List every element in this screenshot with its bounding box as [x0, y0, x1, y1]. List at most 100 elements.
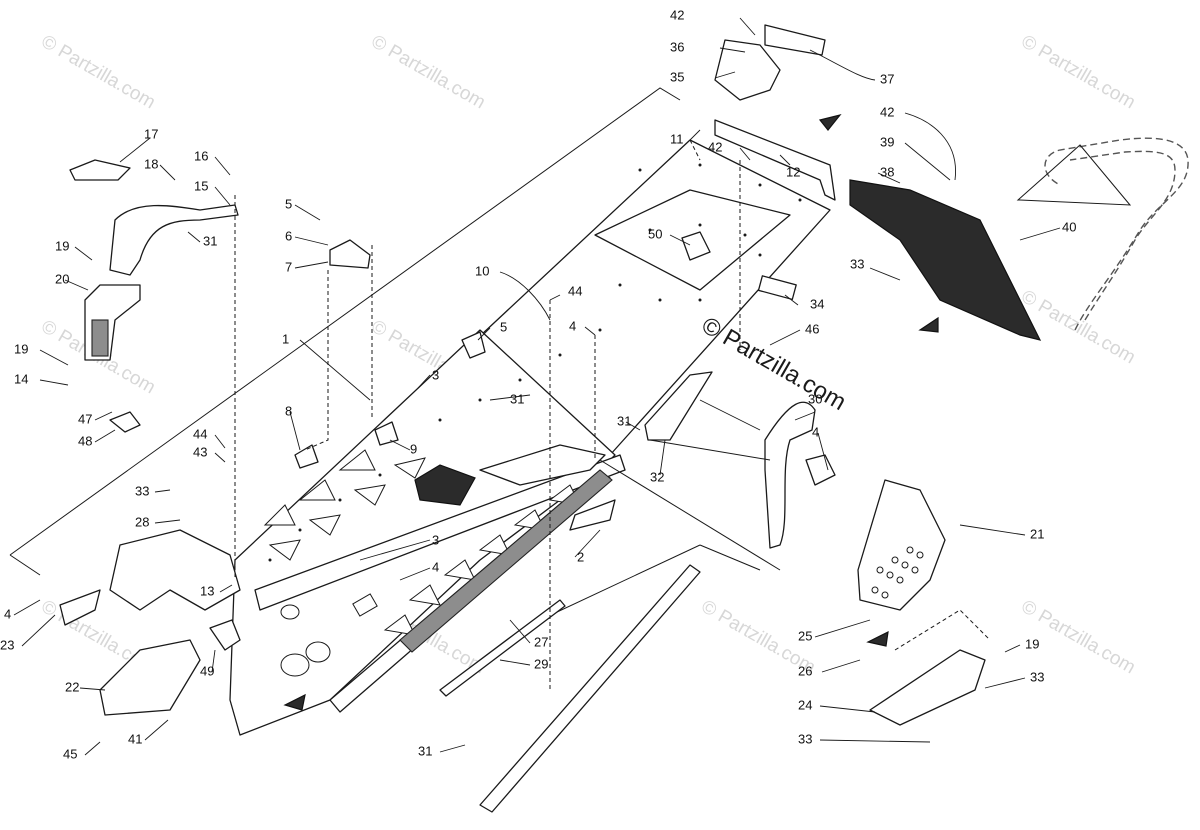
callout-38: 38 [880, 164, 894, 179]
callout-16: 16 [194, 148, 208, 163]
clip-8 [294, 444, 319, 469]
callout-44: 44 [193, 426, 207, 441]
callout-11: 11 [670, 131, 684, 146]
callout-12: 12 [786, 164, 800, 179]
toe-plate-32 [644, 371, 713, 441]
callout-26: 26 [798, 663, 812, 678]
mount-slot [352, 593, 378, 617]
frame-outline [9, 87, 761, 621]
bracket-36 [714, 39, 781, 101]
slotted-plate [91, 319, 109, 357]
watermark: © Partzilla.com [38, 31, 159, 113]
arrow-icon [818, 113, 842, 131]
callout-34: 34 [810, 296, 824, 311]
callout-9: 9 [410, 441, 417, 456]
clip-9 [374, 421, 399, 446]
callout-33: 33 [850, 256, 864, 271]
watermark: © Partzilla.com [1018, 286, 1139, 368]
bolt-path [894, 609, 991, 651]
callout-5: 5 [500, 319, 507, 334]
callout-42: 42 [670, 7, 684, 22]
callout-49: 49 [200, 663, 214, 678]
callout-48: 48 [78, 433, 92, 448]
bracket-2 [569, 499, 616, 531]
callout-45: 45 [63, 746, 77, 761]
pad-37 [764, 24, 826, 56]
callout-28: 28 [135, 514, 149, 529]
callout-24: 24 [798, 697, 812, 712]
callout-17: 17 [144, 126, 158, 141]
tunnel-upper-rail [254, 454, 626, 611]
callout-42: 42 [880, 104, 894, 119]
callout-8: 8 [285, 403, 292, 418]
callout-30: 30 [808, 391, 822, 406]
tunnel-lower-rail [399, 469, 613, 653]
callout-19: 19 [55, 238, 69, 253]
callout-33: 33 [798, 731, 812, 746]
callout-43: 43 [193, 444, 207, 459]
hitch-30 [764, 401, 816, 549]
skid-plate-assembly [857, 479, 991, 726]
callout-21: 21 [1030, 526, 1044, 541]
callout-3: 3 [432, 367, 439, 382]
tunnel-assembly [229, 139, 831, 736]
callout-3: 3 [432, 532, 439, 547]
access-hole [280, 604, 300, 620]
bracket-48 [109, 411, 141, 433]
callout-33: 33 [135, 483, 149, 498]
bumper-side-23 [109, 529, 241, 611]
snow-flap-38 [849, 179, 1042, 341]
skid-22 [99, 639, 201, 716]
cover-17 [69, 159, 131, 181]
brace-12 [714, 119, 836, 201]
callout-22: 22 [65, 679, 79, 694]
callout-4: 4 [432, 559, 439, 574]
callout-31: 31 [510, 391, 524, 406]
callout-18: 18 [144, 156, 158, 171]
callout-41: 41 [128, 731, 142, 746]
callouts: 1 2 3 3 4 4 4 4 5 5 6 7 8 9 10 11 12 13 … [0, 7, 1076, 761]
callout-20: 20 [55, 271, 69, 286]
brand-watermark: © Partzilla.com [697, 312, 851, 416]
callout-19: 19 [1025, 636, 1039, 651]
arrow-icon [918, 316, 939, 333]
callout-46: 46 [805, 321, 819, 336]
callout-39: 39 [880, 134, 894, 149]
rear-parts [681, 24, 1042, 549]
callout-2: 2 [577, 549, 584, 564]
callout-33: 33 [1030, 669, 1044, 684]
bracket-6 [329, 239, 371, 269]
callout-15: 15 [194, 178, 208, 193]
arrow-icon [866, 630, 889, 647]
guard-25 [857, 479, 946, 611]
callout-10: 10 [475, 263, 489, 278]
clip-49 [209, 619, 241, 651]
access-hole [280, 653, 310, 677]
support-rail [479, 444, 606, 486]
rear-bumper-outline [1016, 137, 1189, 331]
callout-31: 31 [203, 233, 217, 248]
leader-lines [13, 17, 1061, 756]
grommet-50 [681, 231, 711, 261]
callout-47: 47 [78, 411, 92, 426]
reflector-34 [757, 275, 797, 301]
callout-4: 4 [812, 424, 819, 439]
callout-35: 35 [670, 69, 684, 84]
bumper-bracket-frame [1016, 144, 1132, 206]
callout-1: 1 [282, 331, 289, 346]
callout-44: 44 [568, 283, 582, 298]
callout-4: 4 [4, 606, 11, 621]
watermark: © Partzilla.com [1018, 31, 1139, 113]
callout-31: 31 [617, 413, 631, 428]
callout-42: 42 [708, 139, 722, 154]
rivet-holes [268, 163, 802, 562]
foot-hold [414, 464, 476, 506]
bracket-4 [59, 589, 101, 626]
callout-32: 32 [650, 469, 664, 484]
callout-27: 27 [534, 634, 548, 649]
cap-4 [805, 454, 836, 486]
callout-14: 14 [14, 371, 28, 386]
callout-36: 36 [670, 39, 684, 54]
